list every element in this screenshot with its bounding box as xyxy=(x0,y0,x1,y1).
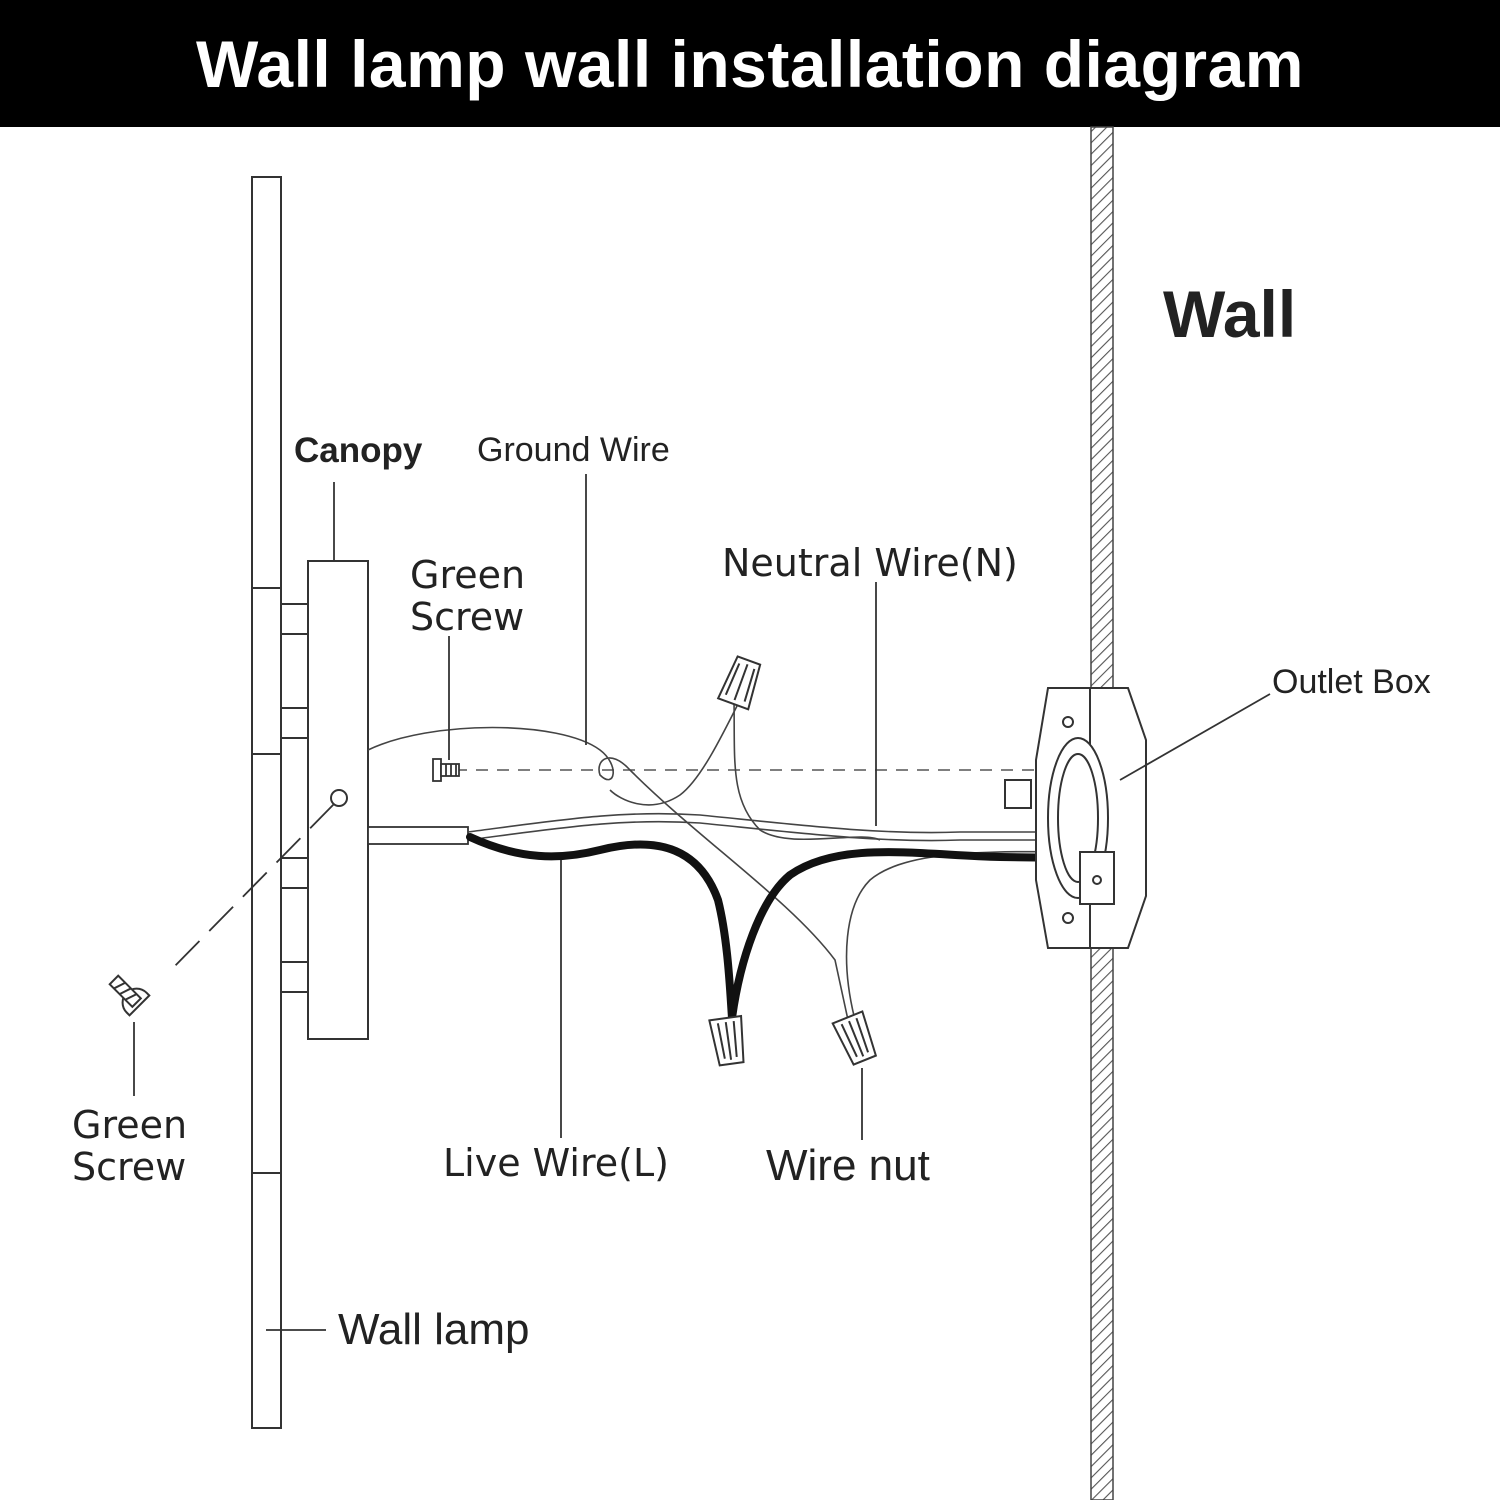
canopy-label: Canopy xyxy=(294,431,423,470)
screw-icon xyxy=(108,974,151,1017)
mounting-tabs xyxy=(280,603,309,993)
green-screw-top-label-line2: Screw xyxy=(410,595,524,639)
wire-nut-icon xyxy=(708,1014,745,1067)
lower-nut-wire xyxy=(845,850,1071,1021)
cable-sleeve xyxy=(367,826,469,845)
wire-nut-icon xyxy=(831,1010,878,1066)
outlet-box-icon xyxy=(1004,687,1147,949)
wall-lamp xyxy=(251,176,282,1429)
green-screw-bottom-label-line2: Screw xyxy=(72,1145,186,1189)
outlet-box-label: Outlet Box xyxy=(1272,663,1431,701)
green-screw-bottom-label-line1: Green xyxy=(72,1103,187,1147)
ground-wire xyxy=(367,726,849,1021)
green-screw-top-label-line1: Green xyxy=(410,553,525,597)
page-title: Wall lamp wall installation diagram xyxy=(196,26,1304,101)
leader-lines xyxy=(133,474,1271,1331)
wall-label: Wall xyxy=(1163,277,1296,351)
wall-lamp-label: Wall lamp xyxy=(338,1305,530,1354)
live-wire-label: Live Wire(L) xyxy=(443,1141,669,1185)
neutral-wire xyxy=(467,812,1070,842)
wire-nut-label: Wire nut xyxy=(766,1141,930,1190)
header-bar: Wall lamp wall installation diagram xyxy=(0,0,1500,127)
wire-nut-icon xyxy=(716,655,762,711)
screw-icon xyxy=(432,758,460,782)
live-wire xyxy=(466,833,1079,1019)
neutral-wire-label: Neutral Wire(N) xyxy=(722,541,1018,585)
upper-nut-wire xyxy=(609,699,881,841)
canopy xyxy=(307,560,369,1040)
ground-wire-label: Ground Wire xyxy=(477,431,670,469)
